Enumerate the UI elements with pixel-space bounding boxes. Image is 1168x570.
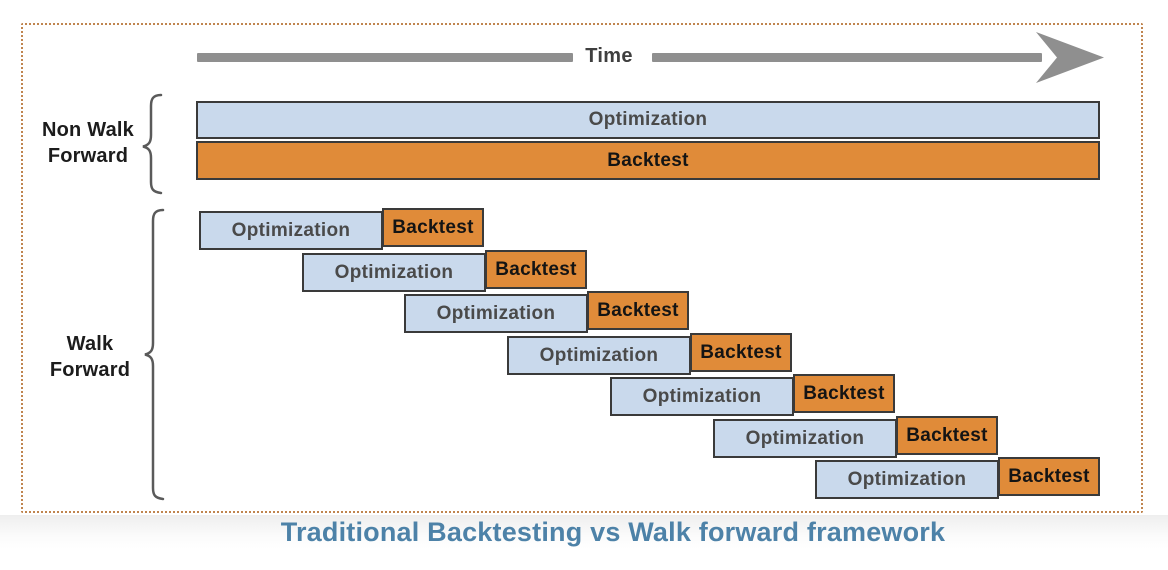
- backtest-box: Backtest: [690, 333, 792, 372]
- non-walk-optimization-bar: Optimization: [196, 101, 1100, 139]
- backtest-box: Backtest: [896, 416, 998, 455]
- non-walk-backtest-bar: Backtest: [196, 141, 1100, 180]
- optimization-box: Optimization: [199, 211, 383, 250]
- bottom-shadow-band: [0, 515, 1168, 549]
- non-walk-forward-label: Non Walk Forward: [42, 119, 134, 167]
- optimization-box: Optimization: [610, 377, 794, 416]
- optimization-box: Optimization: [713, 419, 897, 458]
- backtest-box: Backtest: [793, 374, 895, 413]
- dotted-frame: [21, 23, 1143, 513]
- diagram-title: Traditional Backtesting vs Walk forward …: [280, 517, 946, 547]
- backtest-box: Backtest: [382, 208, 484, 247]
- backtest-box: Backtest: [485, 250, 587, 289]
- backtest-box: Backtest: [587, 291, 689, 330]
- optimization-box: Optimization: [815, 460, 999, 499]
- backtest-box: Backtest: [998, 457, 1100, 496]
- optimization-box: Optimization: [302, 253, 486, 292]
- walk-forward-label: Walk Forward: [49, 333, 131, 381]
- time-axis-label: Time: [585, 45, 633, 67]
- optimization-box: Optimization: [507, 336, 691, 375]
- optimization-box: Optimization: [404, 294, 588, 333]
